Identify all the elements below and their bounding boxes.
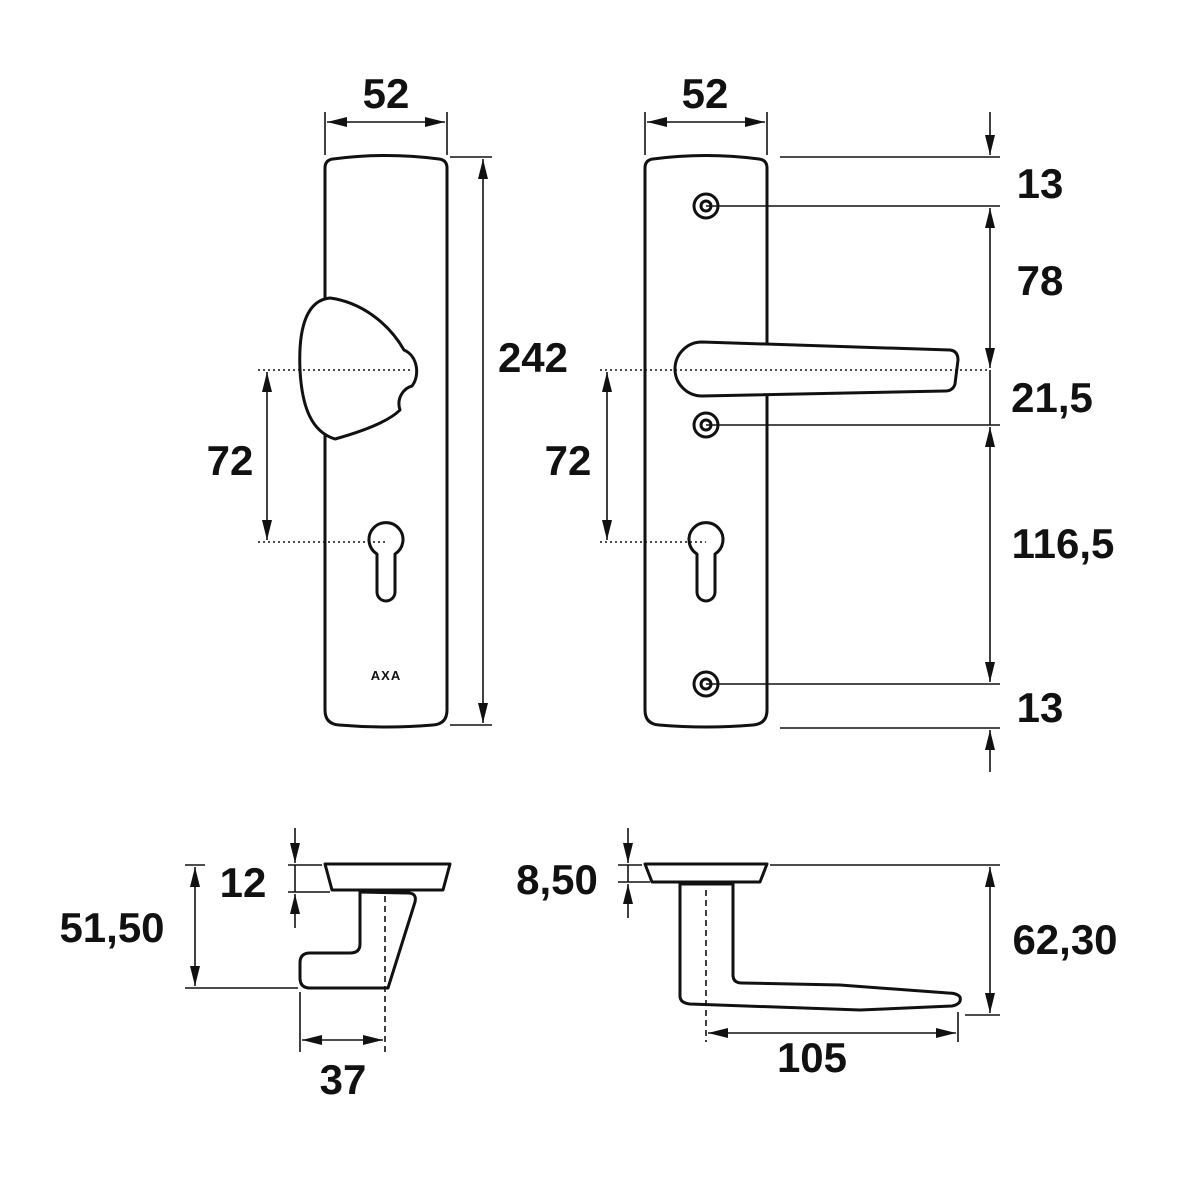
dim-center-right: 72: [545, 437, 592, 484]
dim-width-left: 52: [363, 70, 410, 117]
keyhole: [367, 521, 405, 603]
lever-side-view: [643, 862, 962, 1042]
dim-height-left: 242: [498, 334, 568, 381]
dim-center-left: 72: [207, 437, 254, 484]
dim-chain-3: 21,5: [1011, 374, 1093, 421]
dim-projection-right: 62,30: [1012, 916, 1117, 963]
dim-plate-thickness-left: 12: [220, 859, 267, 906]
right-front-dimensions: 52 72 13 78 21,5 116,5 13: [545, 70, 1115, 772]
knob-backplate-front-view: AXA: [298, 154, 449, 729]
dim-chain-5: 13: [1017, 684, 1064, 731]
left-front-dimensions: 52 242 72: [207, 70, 568, 726]
lever-handle: [673, 340, 960, 398]
dim-projection-left: 51,50: [59, 904, 164, 951]
dim-plate-thickness-right: 8,50: [516, 856, 598, 903]
brand-logo: AXA: [371, 668, 401, 683]
knob-side-view: [298, 862, 452, 1052]
lever-backplate-front-view: [643, 154, 960, 729]
dim-offset-left: 37: [320, 1056, 367, 1103]
dim-length-right: 105: [777, 1034, 847, 1081]
dim-chain-4: 116,5: [1012, 520, 1115, 567]
dim-width-right: 52: [682, 70, 729, 117]
lever-side-dimensions: 8,50 62,30 105: [516, 828, 1118, 1081]
keyhole: [687, 521, 725, 603]
knob-side-dimensions: 12 51,50 37: [59, 828, 383, 1103]
dim-chain-2: 78: [1017, 257, 1064, 304]
dim-chain-1: 13: [1017, 160, 1064, 207]
